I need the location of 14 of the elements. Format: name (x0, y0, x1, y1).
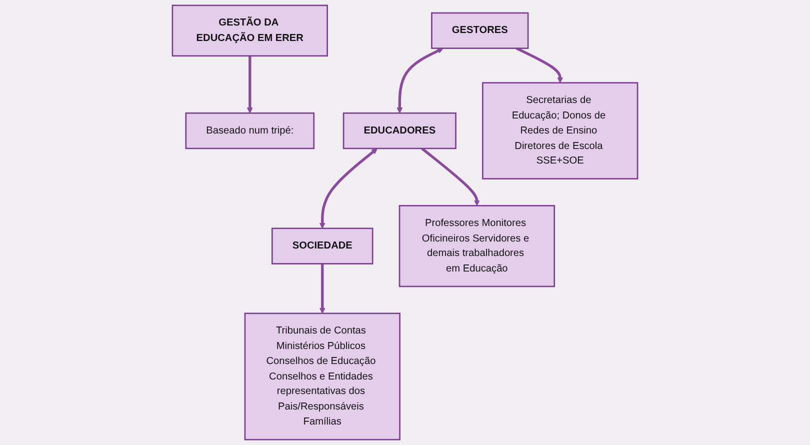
node-box: Professores Monitores Oficineiros Servidores e demais trabalhadores em Educação (398, 205, 556, 288)
node-box: GESTÃO DA EDUCAÇÃO EM ERER (172, 4, 328, 57)
arrow (319, 148, 378, 229)
arrow (246, 56, 253, 114)
arrow (421, 147, 480, 206)
node-box: Tribunais de Contas Ministérios Públicos Conselhos de Educação Conselhos e Entidades representativas dos Pais/Responsáveis Famílias (244, 312, 400, 440)
node-box: Secretarias de Educação; Donos de Redes de Ensino Diretores de Escola SSE+SOE (482, 82, 638, 180)
arrow (396, 48, 444, 114)
arrow (516, 47, 564, 84)
node-box: SOCIEDADE (271, 228, 374, 264)
node-box: EDUCADORES (342, 112, 456, 150)
node-box: GESTORES (431, 12, 529, 49)
node-box: Baseado num tripé: (185, 112, 315, 150)
arrow (319, 264, 326, 314)
